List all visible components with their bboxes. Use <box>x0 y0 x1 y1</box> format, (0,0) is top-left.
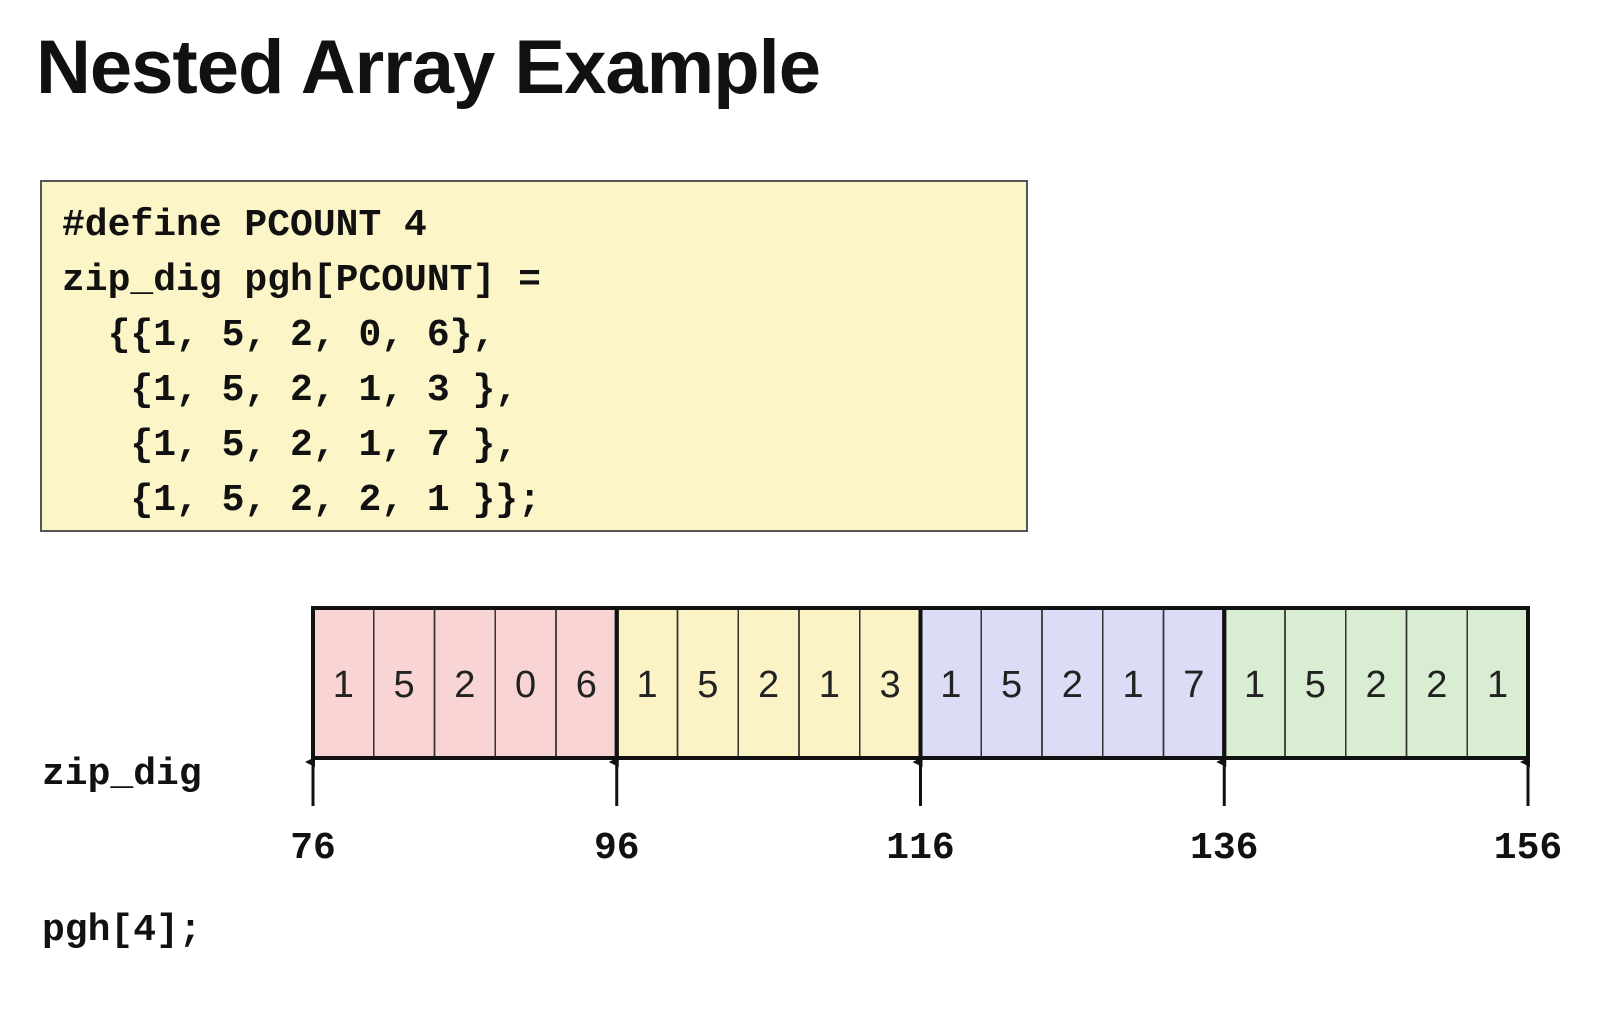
code-line: {1, 5, 2, 1, 7 }, <box>62 424 519 467</box>
code-line: zip_dig pgh[PCOUNT] = <box>62 259 541 302</box>
cell-value: 1 <box>1244 664 1265 706</box>
cell-value: 3 <box>880 664 901 706</box>
address-label: 136 <box>1190 827 1258 870</box>
cell-value: 2 <box>454 664 475 706</box>
code-line: {1, 5, 2, 2, 1 }}; <box>62 479 541 522</box>
cell-value: 1 <box>940 664 961 706</box>
cell-value: 6 <box>576 664 597 706</box>
cell-value: 2 <box>1062 664 1083 706</box>
slide-title: Nested Array Example <box>36 25 821 110</box>
array-row-1 <box>616 608 921 758</box>
cell-value: 5 <box>1305 664 1326 706</box>
cell-value: 1 <box>1123 664 1144 706</box>
cell-value: 5 <box>1001 664 1022 706</box>
cell-value: 5 <box>697 664 718 706</box>
cell-value: 1 <box>819 664 840 706</box>
code-line: {{1, 5, 2, 0, 6}, <box>62 314 496 357</box>
cell-value: 7 <box>1183 664 1204 706</box>
array-row-0 <box>313 608 617 758</box>
cell-value: 5 <box>394 664 415 706</box>
cell-value: 2 <box>1426 664 1447 706</box>
cell-value: 2 <box>758 664 779 706</box>
declaration-name: pgh[4]; <box>42 909 202 952</box>
code-block: #define PCOUNT 4 zip_dig pgh[PCOUNT] = {… <box>40 180 1028 532</box>
address-label: 156 <box>1494 827 1562 870</box>
cell-value: 1 <box>637 664 658 706</box>
row-boundary <box>1222 606 1530 760</box>
address-label: 116 <box>886 827 954 870</box>
declaration-type: zip_dig <box>42 753 202 796</box>
cell-value: 0 <box>515 664 536 706</box>
cell-value: 1 <box>333 664 354 706</box>
code-line: #define PCOUNT 4 <box>62 204 427 247</box>
cell-value: 2 <box>1366 664 1387 706</box>
array-row-3 <box>1224 608 1528 758</box>
address-label: 96 <box>594 827 640 870</box>
address-label: 76 <box>290 827 336 870</box>
cell-value: 1 <box>1487 664 1508 706</box>
code-line: {1, 5, 2, 1, 3 }, <box>62 369 519 412</box>
array-row-2 <box>920 608 1225 758</box>
